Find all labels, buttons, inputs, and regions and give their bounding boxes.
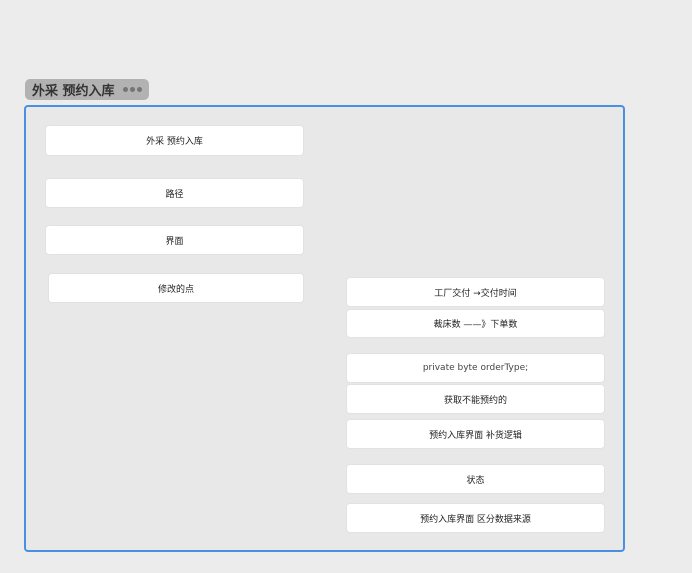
frame-title: 外采 预约入库: [32, 84, 115, 99]
note-card[interactable]: 裁床数 ——》下单数: [346, 309, 605, 338]
note-card[interactable]: private byte orderType;: [346, 353, 605, 383]
note-card[interactable]: 修改的点: [48, 273, 304, 303]
note-card[interactable]: 获取不能预约的: [346, 384, 605, 414]
note-card[interactable]: 状态: [346, 464, 605, 494]
note-card[interactable]: 外采 预约入库: [45, 125, 304, 156]
note-card[interactable]: 预约入库界面 补货逻辑: [346, 419, 605, 449]
note-card[interactable]: 工厂交付 →交付时间: [346, 277, 605, 307]
note-card[interactable]: 路径: [45, 178, 304, 208]
more-options-icon[interactable]: [122, 87, 142, 92]
note-card[interactable]: 预约入库界面 区分数据来源: [346, 503, 605, 533]
note-card[interactable]: 界面: [45, 225, 304, 255]
board-frame: 外采 预约入库 路径 界面 修改的点 工厂交付 →交付时间 裁床数 ——》下单数…: [24, 105, 625, 552]
frame-tab[interactable]: 外采 预约入库: [25, 79, 149, 100]
